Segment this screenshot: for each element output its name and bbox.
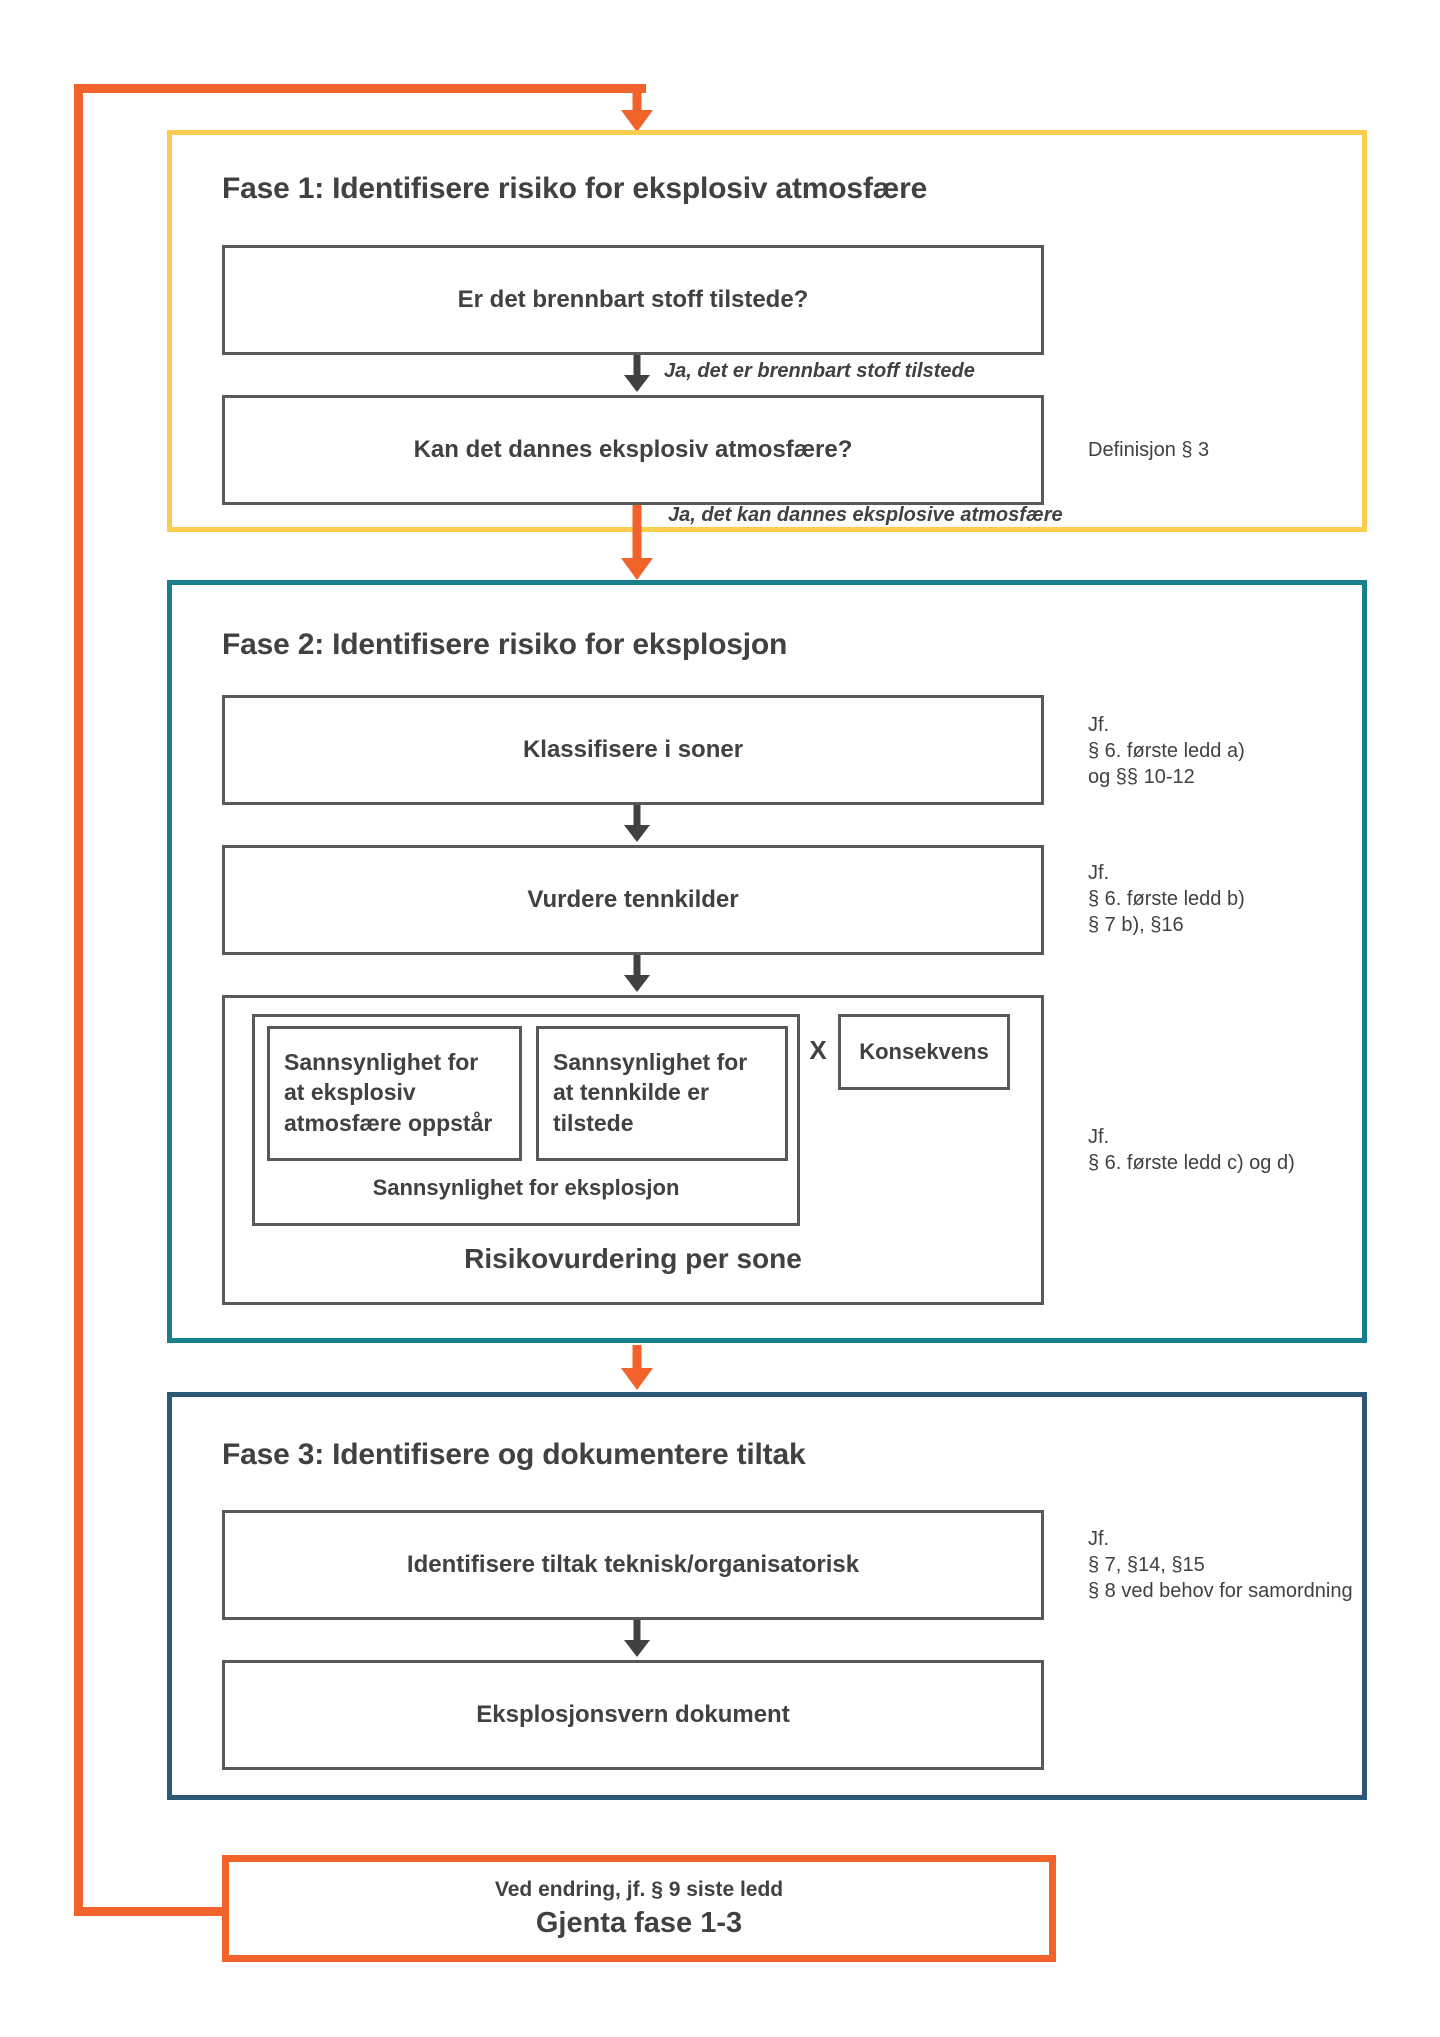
- annotation-line: Jf.: [1088, 862, 1110, 884]
- loop-line-left: [74, 84, 83, 1916]
- loop-line-bottom: [74, 1907, 226, 1916]
- repeat-box-line2: Gjenta fase 1-3: [535, 1906, 743, 1939]
- multiply-symbol: X: [809, 1035, 827, 1065]
- flow-arrow-icon: [620, 355, 654, 392]
- phase2-box1-label: Klassifisere i soner: [522, 736, 744, 763]
- phase2-to-phase3-arrow-icon: [620, 1345, 654, 1390]
- annotation-line: Jf.: [1088, 1528, 1110, 1550]
- probability-atmosphere-box: Sannsynlighet for at eksplosiv atmosfære…: [267, 1026, 522, 1161]
- annotation-line: § 6. første ledd c) og d): [1088, 1152, 1295, 1174]
- phase3-title: Fase 3: Identifisere og dokumentere tilt…: [222, 1438, 806, 1471]
- probability-label: Sannsynlighet for eksplosjon: [372, 1175, 680, 1200]
- phase2-title: Fase 2: Identifisere risiko for eksplosj…: [222, 628, 788, 661]
- risk-box-title: Risikovurdering per sone: [464, 1243, 802, 1274]
- phase2-box-klassifisere: Klassifisere i soner: [222, 695, 1044, 805]
- phase1-yes-label-2: Ja, det kan dannes eksplosive atmosfære: [668, 504, 1063, 526]
- phase1-annotation: Definisjon § 3: [1088, 439, 1210, 461]
- phase1-to-phase2-arrow-icon: [620, 505, 654, 580]
- phase3-box-tiltak: Identifisere tiltak teknisk/organisatori…: [222, 1510, 1044, 1620]
- annotation-line: § 7 b), §16: [1088, 914, 1184, 936]
- phase1-box1-label: Er det brennbart stoff tilstede?: [457, 286, 809, 313]
- annotation-line: Jf.: [1088, 714, 1110, 736]
- loop-entry-arrow-icon: [620, 93, 654, 132]
- phase2-annotation-3: Jf. § 6. første ledd c) og d): [1088, 1124, 1388, 1176]
- phase2-annotation-2: Jf. § 6. første ledd b) § 7 b), §16: [1088, 860, 1388, 938]
- annotation-line: § 6. første ledd a): [1088, 740, 1245, 762]
- flow-arrow-icon: [620, 805, 654, 842]
- repeat-box: Ved endring, jf. § 9 siste ledd Gjenta f…: [222, 1855, 1056, 1962]
- annotation-line: og §§ 10-12: [1088, 766, 1195, 788]
- flow-arrow-icon: [620, 955, 654, 992]
- consequence-box: Konsekvens: [838, 1014, 1010, 1090]
- phase3-annotation: Jf. § 7, §14, §15 § 8 ved behov for samo…: [1088, 1526, 1388, 1604]
- phase1-box2-label: Kan det dannes eksplosiv atmosfære?: [413, 436, 853, 463]
- loop-line-top: [74, 84, 646, 93]
- annotation-line: Jf.: [1088, 1126, 1110, 1148]
- phase2-annotation-1: Jf. § 6. første ledd a) og §§ 10-12: [1088, 712, 1388, 790]
- phase1-yes-label-1: Ja, det er brennbart stoff tilstede: [664, 360, 975, 382]
- annotation-line: § 6. første ledd b): [1088, 888, 1245, 910]
- annotation-line: § 8 ved behov for samordning: [1088, 1580, 1353, 1602]
- phase1-box-brennbart-stoff: Er det brennbart stoff tilstede?: [222, 245, 1044, 355]
- phase3-box2-label: Eksplosjonsvern dokument: [476, 1701, 790, 1728]
- annotation-line: § 7, §14, §15: [1088, 1554, 1205, 1576]
- flow-arrow-icon: [620, 1620, 654, 1657]
- probability-ignition-box: Sannsynlighet for at tennkilde er tilste…: [536, 1026, 788, 1161]
- repeat-box-line1: Ved endring, jf. § 9 siste ledd: [494, 1877, 784, 1901]
- phase1-box-eksplosiv-atmosfaere: Kan det dannes eksplosiv atmosfære?: [222, 395, 1044, 505]
- phase2-box2-label: Vurdere tennkilder: [527, 886, 739, 913]
- phase2-box-tennkilder: Vurdere tennkilder: [222, 845, 1044, 955]
- phase1-title: Fase 1: Identifisere risiko for eksplosi…: [222, 172, 928, 205]
- phase3-box1-label: Identifisere tiltak teknisk/organisatori…: [406, 1551, 860, 1578]
- phase3-box-dokument: Eksplosjonsvern dokument: [222, 1660, 1044, 1770]
